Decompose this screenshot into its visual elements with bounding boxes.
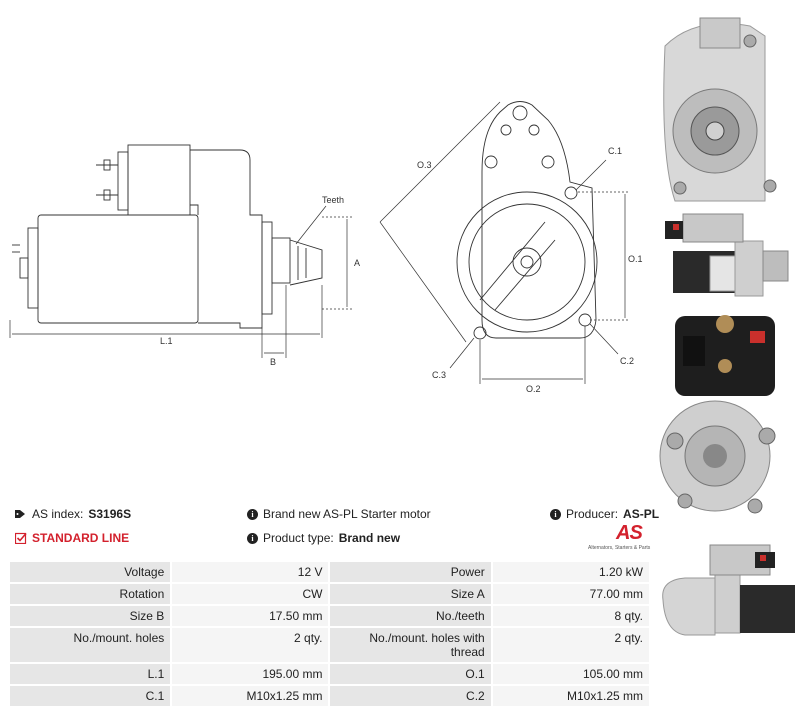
photo-side [665, 213, 789, 297]
table-row: C.1 M10x1.25 mm C.2 M10x1.25 mm [10, 686, 649, 706]
label-o2: O.2 [526, 384, 541, 394]
spec-label: No./mount. holes with thread [330, 628, 491, 662]
spec-label: Power [330, 562, 491, 582]
spec-value: 1.20 kW [492, 562, 649, 582]
label-l1: L.1 [160, 336, 173, 346]
photo-front [663, 17, 777, 202]
spec-label: No./mount. holes [10, 628, 171, 662]
label-c3: C.3 [432, 370, 446, 380]
label-b: B [270, 357, 276, 367]
front-dimensions [379, 101, 630, 384]
table-row: Rotation CW Size A 77.00 mm [10, 584, 649, 604]
label-c1: C.1 [608, 146, 622, 156]
table-row: No./mount. holes 2 qty. No./mount. holes… [10, 628, 649, 662]
product-type-value: Brand new [338, 531, 401, 545]
drawing-svg: Teeth A B L.1 O.3 C.1 O.1 C.2 C.3 O.2 [9, 101, 643, 394]
producer-label: Producer: [566, 507, 619, 521]
info-row-1: AS index: S3196S i Brand new AS-PL Start… [15, 504, 659, 524]
table-row: Size B 17.50 mm No./teeth 8 qty. [10, 606, 649, 626]
spec-label: L.1 [10, 664, 171, 684]
label-o1: O.1 [628, 254, 643, 264]
spec-label: No./teeth [330, 606, 491, 626]
spec-label: Size B [10, 606, 171, 626]
as-index: AS index: S3196S [15, 507, 131, 521]
tags-icon [15, 510, 25, 518]
product-photos [655, 0, 800, 720]
producer: i Producer: AS-PL [550, 507, 659, 521]
standard-line: STANDARD LINE [15, 531, 129, 545]
spec-value: M10x1.25 mm [172, 686, 329, 706]
spec-value: 17.50 mm [172, 606, 329, 626]
photo-rear [659, 315, 776, 514]
spec-value: 105.00 mm [492, 664, 649, 684]
product-type-label: Product type: [263, 531, 334, 545]
photo-side-2 [662, 544, 795, 636]
spec-label: Size A [330, 584, 491, 604]
spec-label: O.1 [330, 664, 491, 684]
as-pl-logo: AS Alternators, Starters & Parts [588, 522, 651, 554]
spec-value: 195.00 mm [172, 664, 329, 684]
spec-label: Rotation [10, 584, 171, 604]
info-icon: i [247, 532, 258, 544]
label-a: A [354, 258, 360, 268]
label-o3: O.3 [417, 160, 432, 170]
logo-subtitle: Alternators, Starters & Parts [588, 545, 651, 551]
brand-text: Brand new AS-PL Starter motor [263, 507, 431, 521]
producer-value: AS-PL [623, 507, 660, 521]
spec-value: 8 qty. [492, 606, 649, 626]
spec-value: 12 V [172, 562, 329, 582]
spec-value: CW [172, 584, 329, 604]
side-dimensions [9, 205, 352, 358]
spec-value: 2 qty. [172, 628, 329, 662]
spec-label: C.2 [330, 686, 491, 706]
logo-mark: AS [616, 522, 643, 544]
label-teeth: Teeth [322, 195, 344, 205]
brand-info: i Brand new AS-PL Starter motor [247, 507, 431, 521]
check-square-icon [15, 532, 27, 544]
standard-line-text: STANDARD LINE [32, 531, 130, 545]
info-icon: i [247, 508, 258, 520]
spec-value: M10x1.25 mm [492, 686, 649, 706]
spec-label: C.1 [10, 686, 171, 706]
spec-value: 77.00 mm [492, 584, 649, 604]
info-row-2: STANDARD LINE i Product type: Brand new [15, 528, 648, 548]
specs-table: Voltage 12 V Power 1.20 kW Rotation CW S… [8, 560, 651, 708]
side-view [12, 144, 323, 329]
info-icon: i [550, 508, 561, 520]
table-row: L.1 195.00 mm O.1 105.00 mm [10, 664, 649, 684]
label-c2: C.2 [620, 356, 634, 366]
spec-value: 2 qty. [492, 628, 649, 662]
front-view [456, 101, 598, 340]
as-index-label: AS index: [32, 507, 84, 521]
technical-drawings: Teeth A B L.1 O.3 C.1 O.1 C.2 C.3 O.2 [0, 0, 655, 400]
spec-label: Voltage [10, 562, 171, 582]
as-index-value: S3196S [88, 507, 132, 521]
product-type: i Product type: Brand new [247, 531, 400, 545]
table-row: Voltage 12 V Power 1.20 kW [10, 562, 649, 582]
